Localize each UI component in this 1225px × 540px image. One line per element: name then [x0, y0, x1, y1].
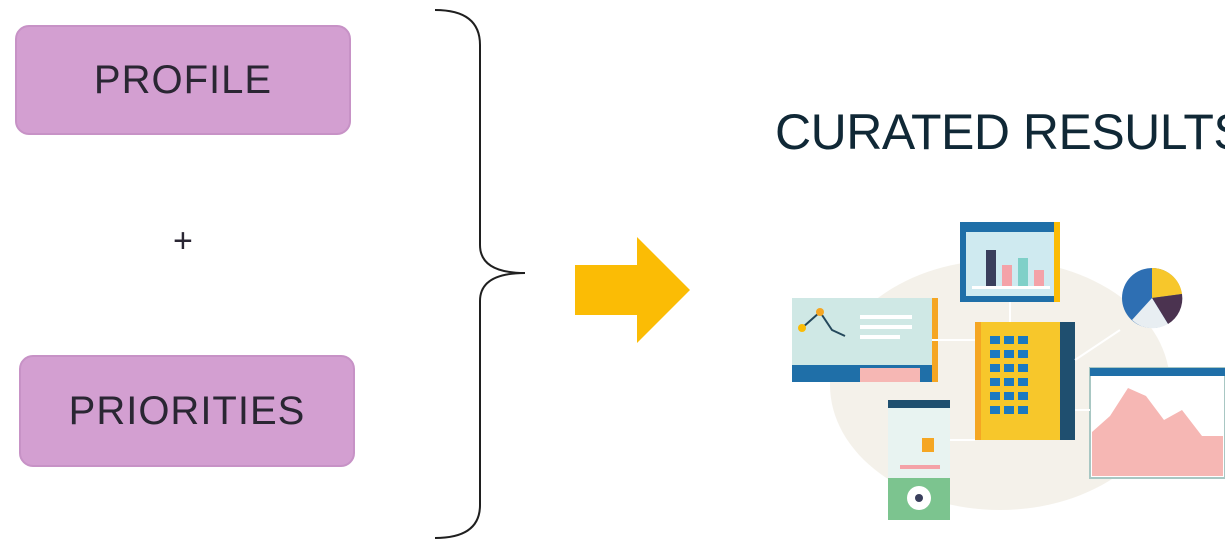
- plus-sign: +: [173, 222, 193, 260]
- right-arrow-icon: [575, 237, 690, 343]
- dashboard-analytics-illustration-icon: [792, 222, 1225, 520]
- curated-results-title: CURATED RESULTS: [775, 104, 1225, 160]
- right-brace: [434, 9, 526, 539]
- profile-box: PROFILE: [15, 25, 351, 135]
- priorities-label: PRIORITIES: [68, 388, 306, 433]
- priorities-box: PRIORITIES: [19, 355, 355, 467]
- profile-label: PROFILE: [93, 57, 273, 102]
